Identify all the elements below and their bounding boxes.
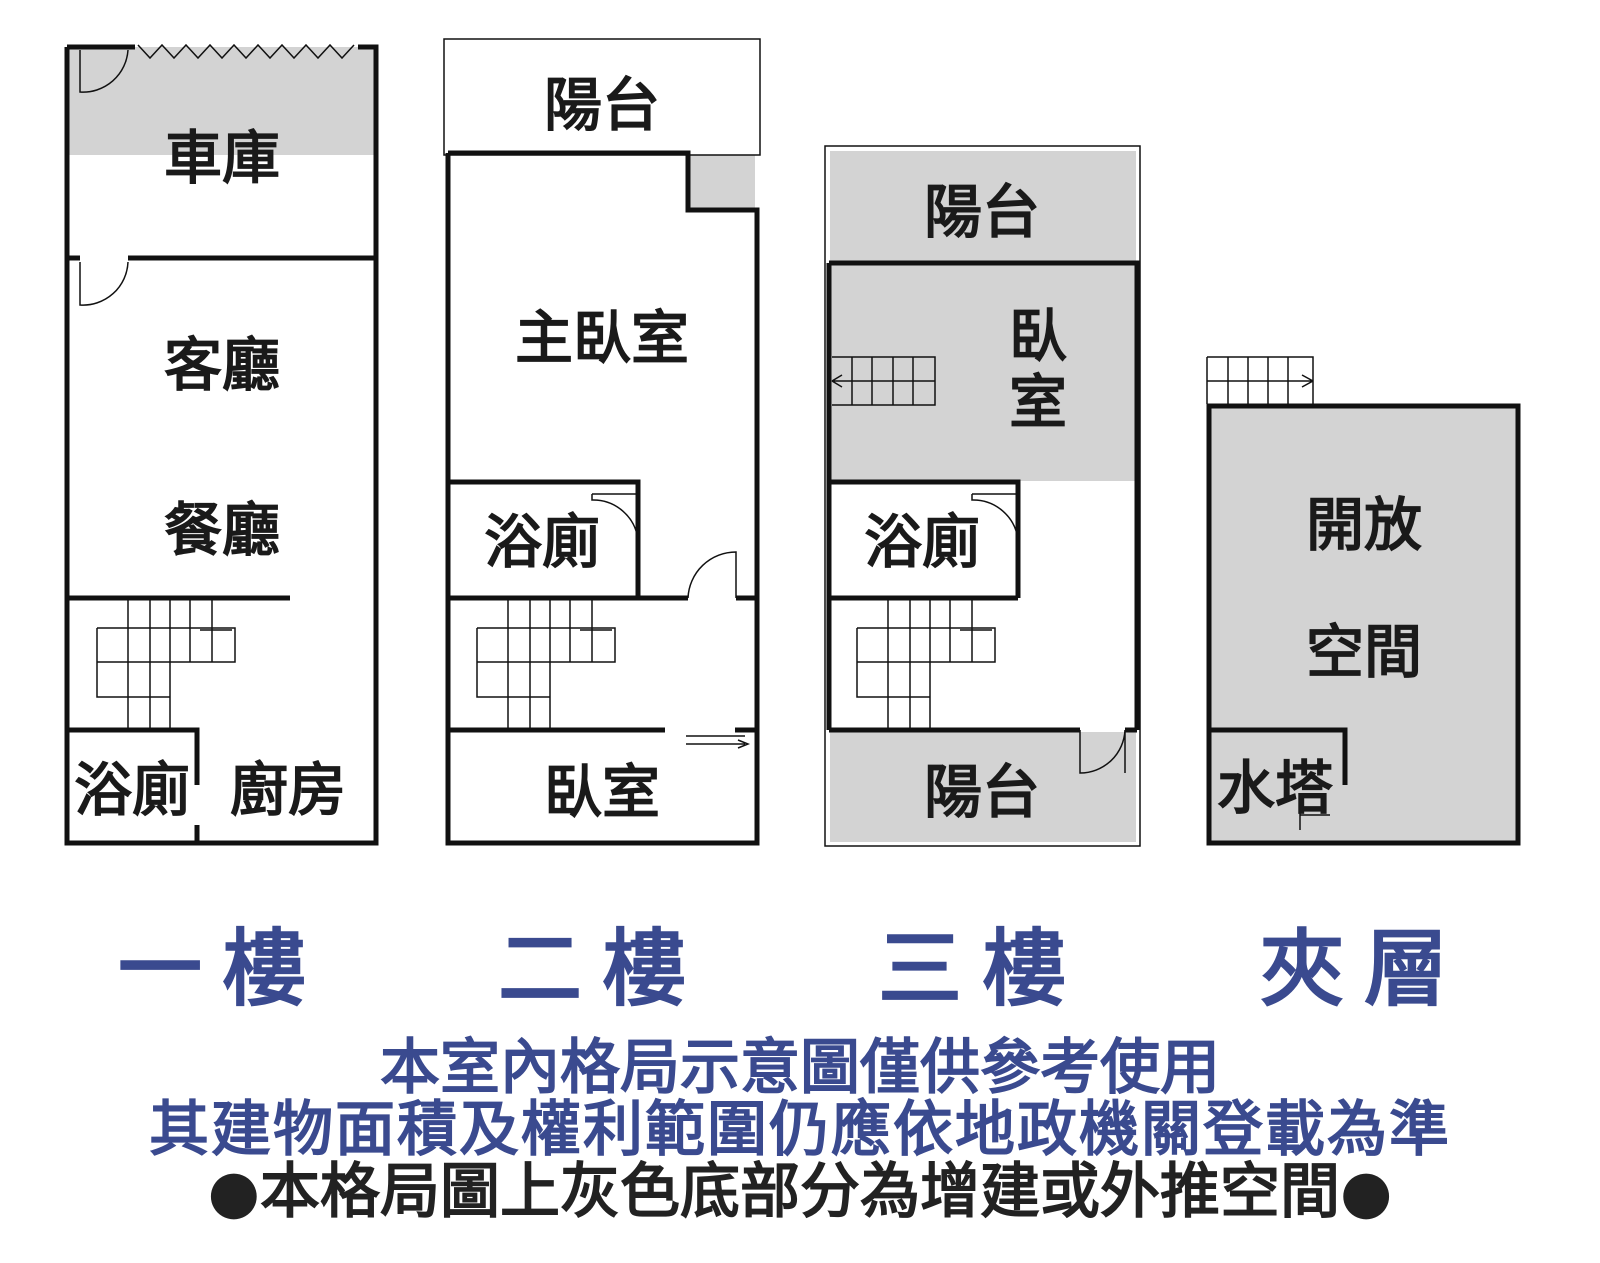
room-label-bath: 浴廁 — [74, 756, 190, 824]
room-label-bedroom-2: 室 — [1009, 368, 1067, 436]
gray-balcony — [830, 732, 1136, 842]
room-label-living: 客廳 — [164, 331, 280, 399]
stairs — [1206, 356, 1314, 404]
floor-label-3f: 三樓 — [878, 920, 1086, 1018]
gray-area — [688, 155, 755, 210]
garage-door — [137, 43, 355, 60]
floor-plan-1f: 車庫 客廳 餐廳 浴廁 廚房 — [64, 43, 379, 846]
gray-area-note: ●本格局圖上灰色底部分為增建或外推空間● — [207, 1157, 1393, 1227]
room-label-master-bedroom: 主臥室 — [515, 304, 689, 372]
stairs — [96, 600, 236, 728]
gray-bedroom — [830, 263, 1136, 481]
sliding-door — [686, 735, 751, 749]
floor-plan-mezzanine: 開放 空間 水塔 — [1206, 356, 1521, 846]
room-label-balcony-bottom: 陽台 — [924, 758, 1040, 826]
floor-plan-3f: 陽台 臥 室 浴廁 陽台 — [824, 145, 1141, 847]
room-label-bath: 浴廁 — [484, 508, 600, 576]
room-label-water-tower: 水塔 — [1217, 754, 1334, 822]
door-swing — [79, 49, 129, 93]
door — [1299, 806, 1330, 830]
stairs — [831, 356, 936, 406]
room-label-balcony: 陽台 — [544, 71, 660, 139]
room-label-open-1: 開放 — [1306, 491, 1422, 559]
floor-plan-2f: 陽台 主臥室 浴廁 臥室 — [443, 38, 761, 846]
room-label-bedroom-1: 臥 — [1009, 302, 1067, 370]
stairs — [856, 600, 996, 728]
disclaimer-line-1: 本室內格局示意圖僅供參考使用 — [380, 1033, 1220, 1103]
gray-balcony — [830, 151, 1136, 261]
room-label-balcony-top: 陽台 — [924, 178, 1040, 246]
room-label-open-2: 空間 — [1306, 618, 1422, 686]
disclaimer-line-2: 其建物面積及權利範圍仍應依地政機關登載為準 — [149, 1095, 1451, 1165]
room-label-garage: 車庫 — [164, 124, 280, 192]
floor-label-mezzanine: 夾層 — [1260, 920, 1468, 1018]
door-swing — [971, 493, 1019, 541]
door-swing — [687, 551, 737, 599]
gray-open-space — [1209, 406, 1518, 843]
floor-label-1f: 一樓 — [118, 920, 326, 1018]
door-swing — [79, 261, 129, 306]
room-label-dining: 餐廳 — [164, 496, 280, 564]
room-label-kitchen: 廚房 — [230, 756, 346, 824]
garage-gray-area — [67, 47, 376, 155]
stairs — [476, 600, 616, 728]
door-swing — [591, 493, 639, 541]
floor-label-2f: 二樓 — [498, 920, 706, 1018]
room-label-bedroom: 臥室 — [544, 758, 660, 826]
door-swing — [1079, 729, 1126, 774]
room-label-bath: 浴廁 — [864, 508, 980, 576]
